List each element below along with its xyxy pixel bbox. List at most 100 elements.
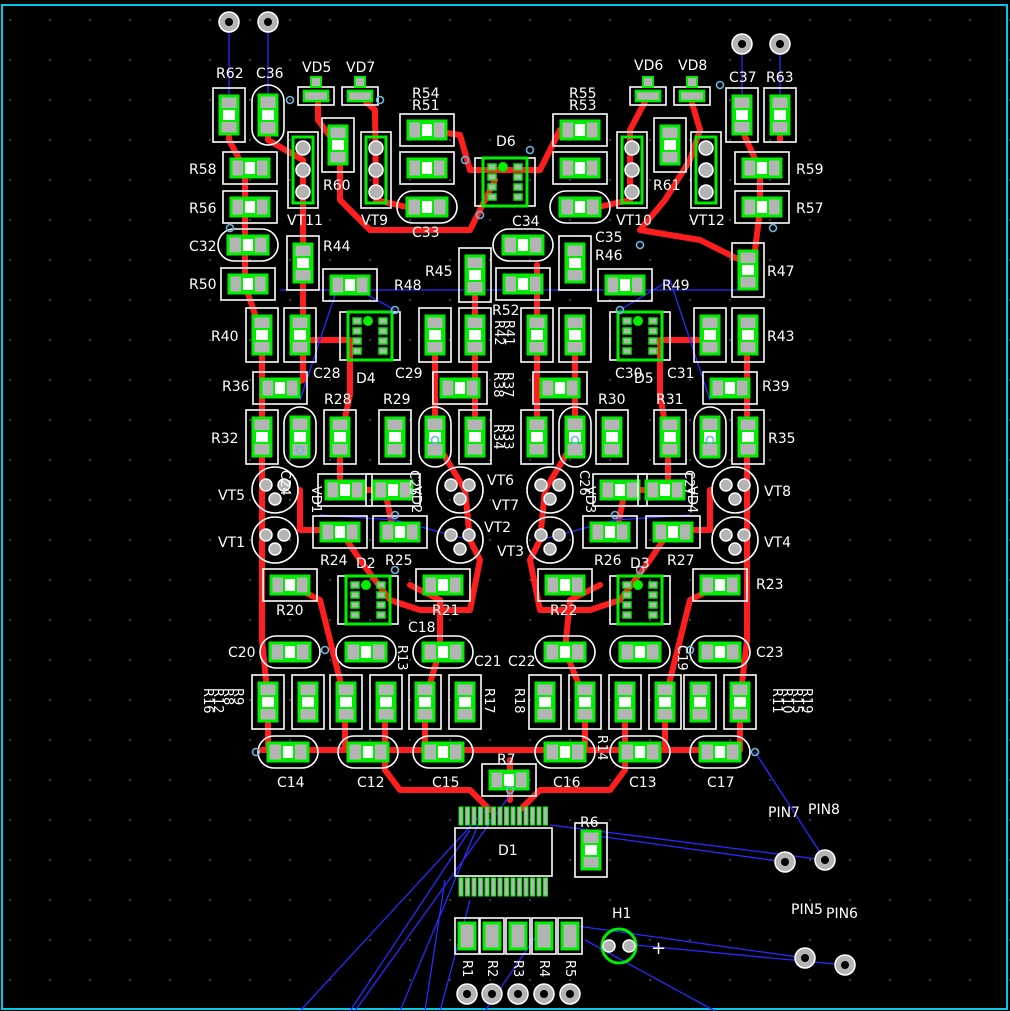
r35[interactable] <box>731 409 765 465</box>
r57[interactable] <box>734 190 790 224</box>
pin-top-3[interactable] <box>731 33 753 55</box>
d4[interactable] <box>339 310 401 362</box>
r59[interactable] <box>734 151 790 185</box>
c13[interactable] <box>609 735 671 769</box>
r54[interactable] <box>399 113 455 147</box>
vd8[interactable] <box>673 76 711 106</box>
r58[interactable] <box>222 151 278 185</box>
r1-pad[interactable] <box>456 983 478 1005</box>
r1[interactable] <box>454 917 480 955</box>
pin5[interactable] <box>794 947 816 969</box>
c30[interactable] <box>558 307 592 363</box>
r63[interactable] <box>763 87 797 143</box>
c19[interactable] <box>609 635 671 669</box>
r42[interactable] <box>520 307 554 363</box>
r4-pad[interactable] <box>533 983 555 1005</box>
r6[interactable] <box>574 822 608 878</box>
r50[interactable] <box>220 267 276 301</box>
c15[interactable] <box>412 735 474 769</box>
r53[interactable] <box>552 151 608 185</box>
vd2[interactable] <box>365 473 421 507</box>
r2[interactable] <box>479 917 505 955</box>
r4[interactable] <box>531 917 557 955</box>
r56[interactable] <box>222 190 278 224</box>
vt5[interactable] <box>251 466 299 514</box>
r20[interactable] <box>262 568 318 602</box>
c16[interactable] <box>534 735 596 769</box>
bank-res-6[interactable] <box>528 674 562 730</box>
vt8[interactable] <box>711 466 759 514</box>
bank-res-0[interactable] <box>251 674 285 730</box>
c21[interactable] <box>412 635 474 669</box>
c22[interactable] <box>534 635 596 669</box>
r34[interactable] <box>520 409 554 465</box>
r37[interactable] <box>432 371 488 405</box>
r49[interactable] <box>597 268 653 302</box>
bank-res-3[interactable] <box>369 674 403 730</box>
bank-res-5[interactable] <box>448 674 482 730</box>
bank-res-2[interactable] <box>329 674 363 730</box>
bank-res-11[interactable] <box>723 674 757 730</box>
r43[interactable] <box>731 307 765 363</box>
c31[interactable] <box>693 307 727 363</box>
c17[interactable] <box>689 735 751 769</box>
r5-pad[interactable] <box>559 983 581 1005</box>
d6[interactable] <box>474 156 536 208</box>
c33[interactable] <box>396 190 458 224</box>
pin-top-1[interactable] <box>218 11 240 33</box>
r29[interactable] <box>378 409 412 465</box>
d5[interactable] <box>609 310 671 362</box>
d1[interactable] <box>454 806 553 897</box>
r7[interactable] <box>481 763 537 797</box>
r28[interactable] <box>323 409 357 465</box>
d3[interactable] <box>609 574 671 626</box>
r2-pad[interactable] <box>481 983 503 1005</box>
r52-b[interactable] <box>495 267 551 301</box>
pin8[interactable] <box>814 849 836 871</box>
r27[interactable] <box>645 515 701 549</box>
r48[interactable] <box>322 268 378 302</box>
r25[interactable] <box>372 515 428 549</box>
vt12[interactable] <box>690 131 722 209</box>
c14[interactable] <box>257 735 319 769</box>
r38[interactable] <box>532 371 588 405</box>
c28[interactable] <box>283 307 317 363</box>
vt3[interactable] <box>526 516 574 564</box>
r61[interactable] <box>653 117 687 173</box>
pin-top-2[interactable] <box>257 11 279 33</box>
c12[interactable] <box>337 735 399 769</box>
c23[interactable] <box>689 635 751 669</box>
r55[interactable] <box>552 113 608 147</box>
r46[interactable] <box>558 235 592 291</box>
r40[interactable] <box>245 307 279 363</box>
r62[interactable] <box>212 87 246 143</box>
vd4[interactable] <box>637 473 693 507</box>
r32[interactable] <box>245 409 279 465</box>
c36[interactable] <box>251 84 285 146</box>
bank-res-8[interactable] <box>608 674 642 730</box>
pin-top-4[interactable] <box>769 33 791 55</box>
r22[interactable] <box>537 568 593 602</box>
r45[interactable] <box>458 247 492 303</box>
r26[interactable] <box>582 515 638 549</box>
vt2[interactable] <box>436 516 484 564</box>
bank-res-4[interactable] <box>408 674 442 730</box>
vd5[interactable] <box>297 76 335 106</box>
r3-pad[interactable] <box>507 983 529 1005</box>
r21[interactable] <box>415 568 471 602</box>
r41[interactable] <box>458 307 492 363</box>
c32[interactable] <box>217 228 279 262</box>
c18[interactable] <box>335 635 397 669</box>
c24[interactable] <box>283 406 317 468</box>
c37[interactable] <box>725 87 759 143</box>
r36[interactable] <box>252 371 308 405</box>
h1[interactable] <box>600 927 638 965</box>
vd7[interactable] <box>341 76 379 106</box>
pin6[interactable] <box>834 954 856 976</box>
r60[interactable] <box>321 117 355 173</box>
vt7[interactable] <box>526 466 574 514</box>
c20[interactable] <box>259 635 321 669</box>
c34-b[interactable] <box>492 228 554 262</box>
vt4[interactable] <box>711 516 759 564</box>
